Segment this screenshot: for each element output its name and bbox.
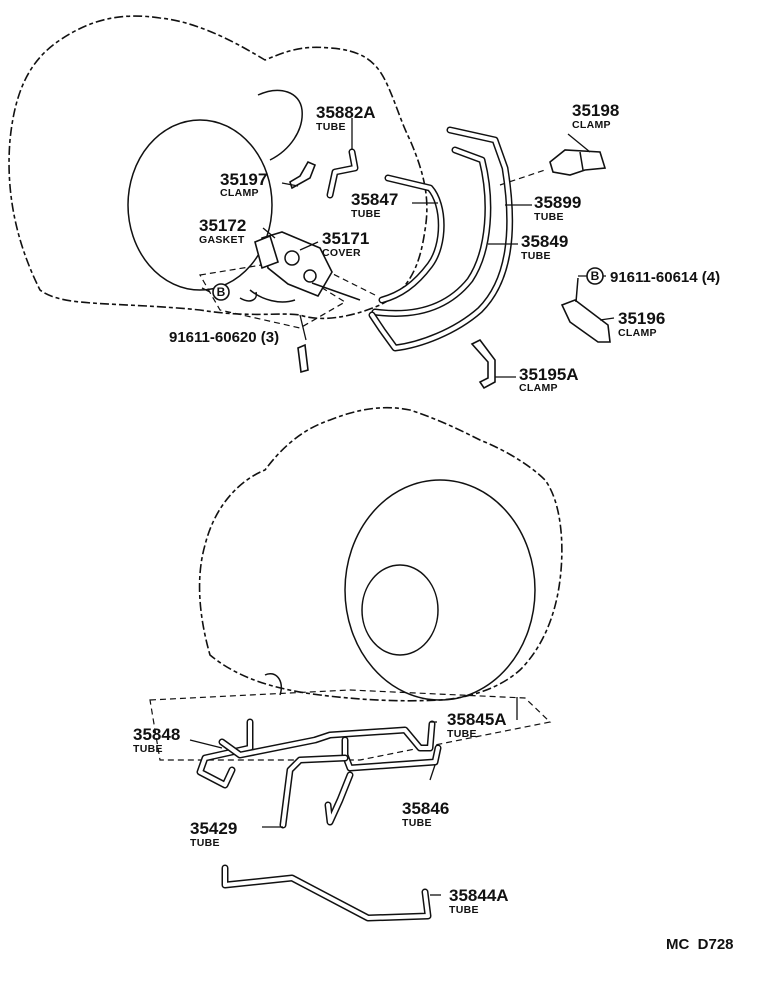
svg-text:B: B — [217, 285, 226, 299]
label-bolt-91611-60620: B 91611-60620 (3) — [169, 283, 279, 346]
lower-transaxle-housing — [149, 406, 563, 761]
svg-text:CLAMP: CLAMP — [519, 382, 558, 394]
label-35198: 35198 CLAMP — [572, 101, 619, 131]
label-35846: 35846 TUBE — [402, 799, 449, 829]
label-35172: 35172 GASKET — [199, 216, 246, 246]
tube-35844A — [221, 864, 432, 922]
label-35899: 35899 TUBE — [534, 193, 581, 223]
svg-text:91611-60614 (4): 91611-60614 (4) — [610, 269, 720, 286]
upper-guide-line-2 — [499, 169, 546, 186]
label-35882A: 35882A TUBE — [316, 103, 376, 133]
tube-35848 — [196, 718, 254, 789]
tube-35846-b — [324, 771, 354, 826]
svg-text:TUBE: TUBE — [351, 208, 381, 220]
svg-text:35198: 35198 — [572, 101, 619, 120]
upper-guide-outline — [199, 261, 347, 329]
cover-35171 — [261, 231, 361, 301]
tube-35882A — [326, 148, 359, 199]
label-35845A: 35845A TUBE — [447, 710, 507, 740]
label-35844A: 35844A TUBE — [449, 886, 509, 916]
label-35195A: 35195A CLAMP — [519, 365, 579, 394]
upper-guide-line — [324, 269, 376, 296]
svg-text:35846: 35846 — [402, 799, 449, 818]
label-35848: 35848 TUBE — [133, 725, 180, 755]
svg-text:TUBE: TUBE — [316, 121, 346, 133]
svg-text:TUBE: TUBE — [402, 817, 432, 829]
svg-text:35899: 35899 — [534, 193, 581, 212]
clamp-35198 — [549, 149, 607, 176]
label-35197: 35197 CLAMP — [220, 170, 267, 199]
svg-text:35847: 35847 — [351, 190, 398, 209]
label-35847: 35847 TUBE — [351, 190, 398, 220]
svg-text:CLAMP: CLAMP — [572, 119, 611, 131]
svg-text:35882A: 35882A — [316, 103, 376, 122]
bolt-91611-60620-graphic — [297, 343, 309, 374]
leader-lines — [189, 118, 615, 896]
clamp-35196 — [560, 277, 611, 343]
gasket-35172 — [254, 234, 279, 270]
svg-text:CLAMP: CLAMP — [220, 187, 259, 199]
label-35849: 35849 TUBE — [521, 232, 568, 262]
clamp-35197 — [289, 160, 317, 190]
svg-text:35429: 35429 — [190, 819, 237, 838]
svg-text:TUBE: TUBE — [133, 743, 163, 755]
svg-text:35848: 35848 — [133, 725, 180, 744]
svg-text:TUBE: TUBE — [534, 211, 564, 223]
tube-35429 — [279, 754, 349, 829]
tube-35847 — [378, 174, 445, 304]
svg-text:TUBE: TUBE — [190, 837, 220, 849]
upper-transaxle-housing — [8, 15, 428, 320]
svg-text:GASKET: GASKET — [199, 234, 245, 246]
svg-text:35849: 35849 — [521, 232, 568, 251]
svg-text:TUBE: TUBE — [521, 250, 551, 262]
svg-text:35172: 35172 — [199, 216, 246, 235]
tube-35846 — [341, 736, 442, 772]
svg-text:35197: 35197 — [220, 170, 267, 189]
svg-text:35171: 35171 — [322, 229, 369, 248]
label-35429: 35429 TUBE — [190, 819, 237, 849]
tube-35845A — [218, 720, 436, 759]
tube-35899 — [368, 126, 514, 352]
svg-text:B: B — [591, 269, 600, 283]
label-35171: 35171 COVER — [322, 229, 369, 259]
label-35196: 35196 CLAMP — [618, 309, 665, 339]
svg-text:35196: 35196 — [618, 309, 665, 328]
svg-text:35195A: 35195A — [519, 365, 579, 384]
label-bolt-91611-60614: B 91611-60614 (4) — [586, 267, 720, 286]
svg-text:35844A: 35844A — [449, 886, 509, 905]
tube-35849 — [371, 146, 492, 317]
svg-text:TUBE: TUBE — [447, 728, 477, 740]
clamp-35195A — [470, 338, 496, 390]
svg-text:COVER: COVER — [322, 247, 361, 259]
svg-text:CLAMP: CLAMP — [618, 327, 657, 339]
diagram-code: MC D728 — [666, 936, 734, 953]
svg-text:TUBE: TUBE — [449, 904, 479, 916]
svg-text:35845A: 35845A — [447, 710, 507, 729]
svg-text:91611-60620 (3): 91611-60620 (3) — [169, 329, 279, 346]
